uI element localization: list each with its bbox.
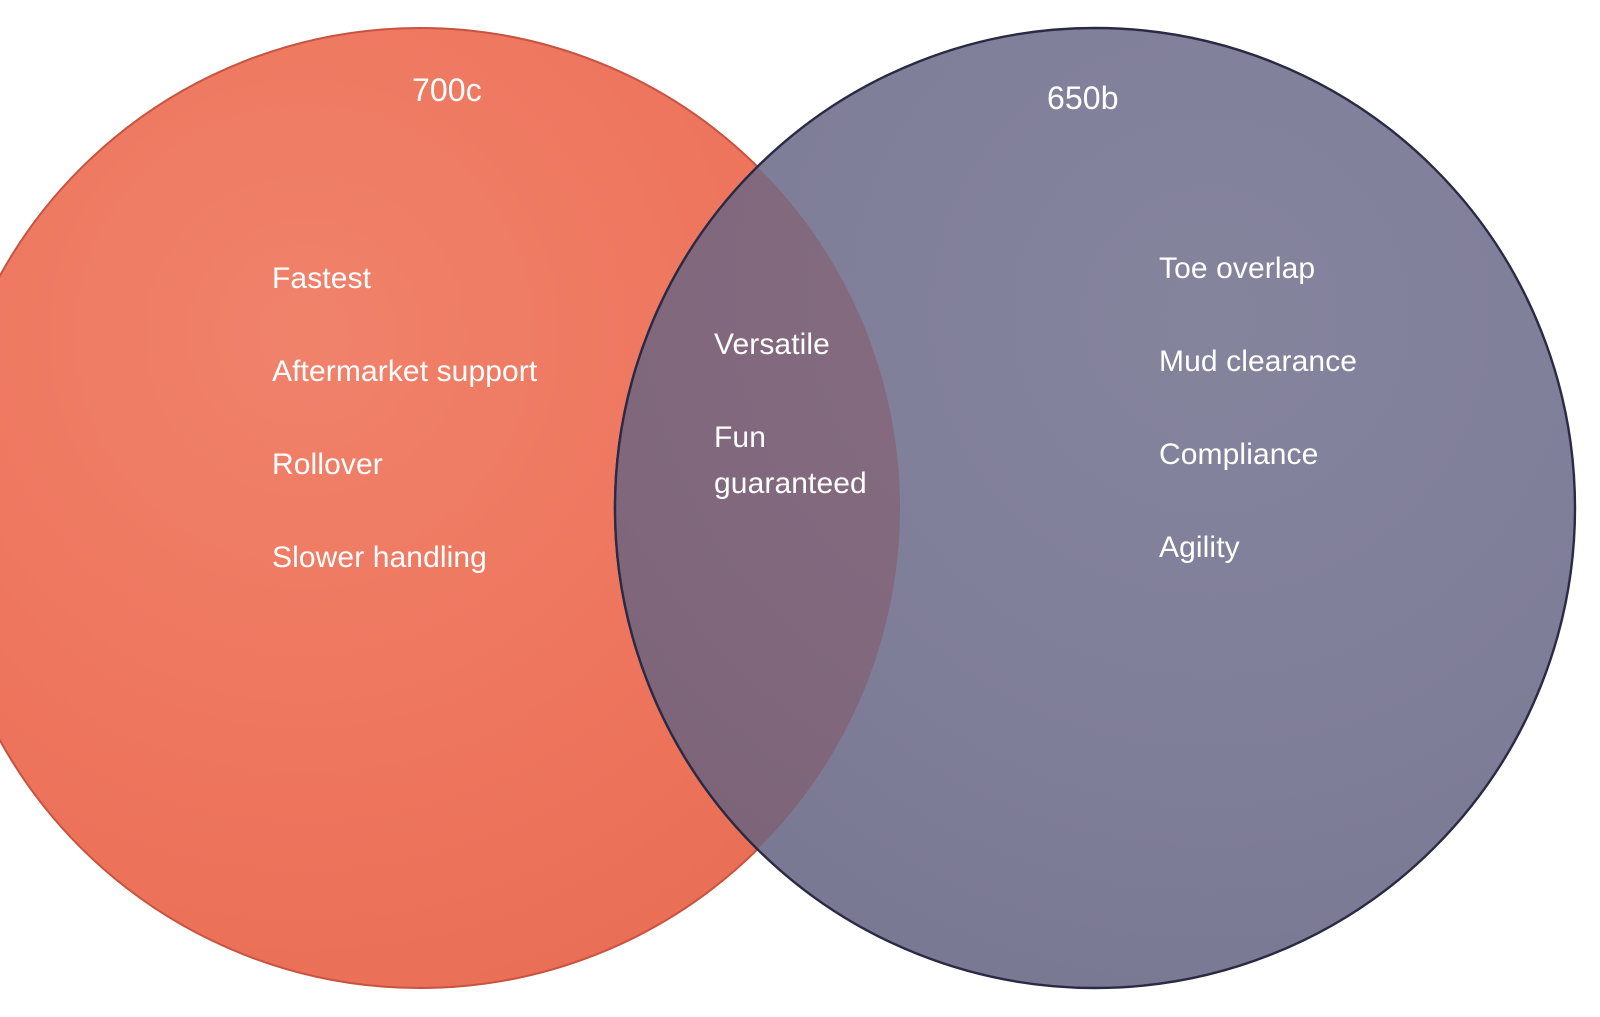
- list-item: Versatile: [714, 328, 830, 361]
- list-item: Aftermarket support: [272, 354, 538, 388]
- set-item-list-left: Fastest Aftermarket support Rollover Slo…: [272, 256, 572, 581]
- list-item: Agility: [1159, 530, 1240, 564]
- list-item: Rollover: [272, 447, 383, 481]
- set-item-list-right: Toe overlap Mud clearance Compliance Agi…: [1159, 246, 1409, 571]
- list-item: Mud clearance: [1159, 344, 1358, 378]
- set-item-list-intersection: Versatile Fun guaranteed: [714, 322, 914, 507]
- list-item: Toe overlap: [1159, 252, 1316, 285]
- list-item: Compliance: [1159, 437, 1319, 471]
- set-title-left: 700c: [412, 72, 482, 108]
- set-title-right: 650b: [1047, 80, 1119, 116]
- list-item: Fastest: [272, 262, 372, 295]
- list-item: Slower handling: [272, 540, 487, 574]
- list-item: Fun guaranteed: [714, 420, 867, 500]
